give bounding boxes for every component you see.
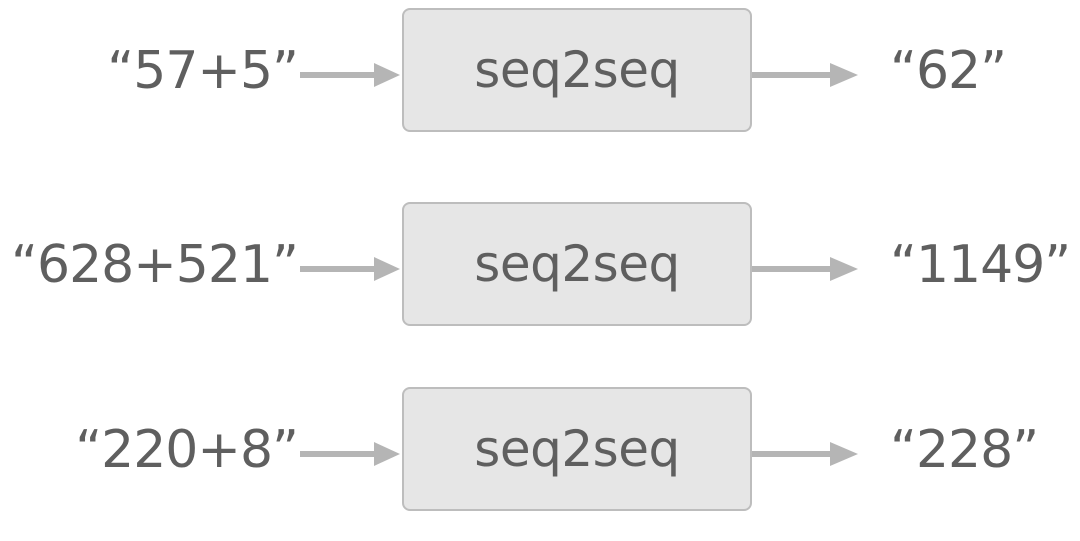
example-row-1: “57+5” seq2seq “62” — [0, 8, 1080, 134]
output-string: “1149” — [890, 235, 1071, 295]
example-row-3: “220+8” seq2seq “228” — [0, 387, 1080, 513]
seq2seq-model-box: seq2seq — [402, 202, 752, 326]
input-arrow-icon — [300, 442, 400, 466]
seq2seq-model-box: seq2seq — [402, 8, 752, 132]
output-arrow-icon — [752, 442, 858, 466]
output-string: “62” — [890, 41, 1007, 101]
input-string: “220+8” — [75, 420, 299, 480]
output-arrow-icon — [752, 257, 858, 281]
seq2seq-model-box: seq2seq — [402, 387, 752, 511]
model-label: seq2seq — [474, 41, 680, 99]
input-arrow-icon — [300, 257, 400, 281]
model-label: seq2seq — [474, 235, 680, 293]
output-arrow-icon — [752, 63, 858, 87]
input-string: “57+5” — [107, 41, 299, 101]
input-arrow-icon — [300, 63, 400, 87]
example-row-2: “628+521” seq2seq “1149” — [0, 202, 1080, 328]
model-label: seq2seq — [474, 420, 680, 478]
input-string: “628+521” — [11, 235, 299, 295]
output-string: “228” — [890, 420, 1039, 480]
